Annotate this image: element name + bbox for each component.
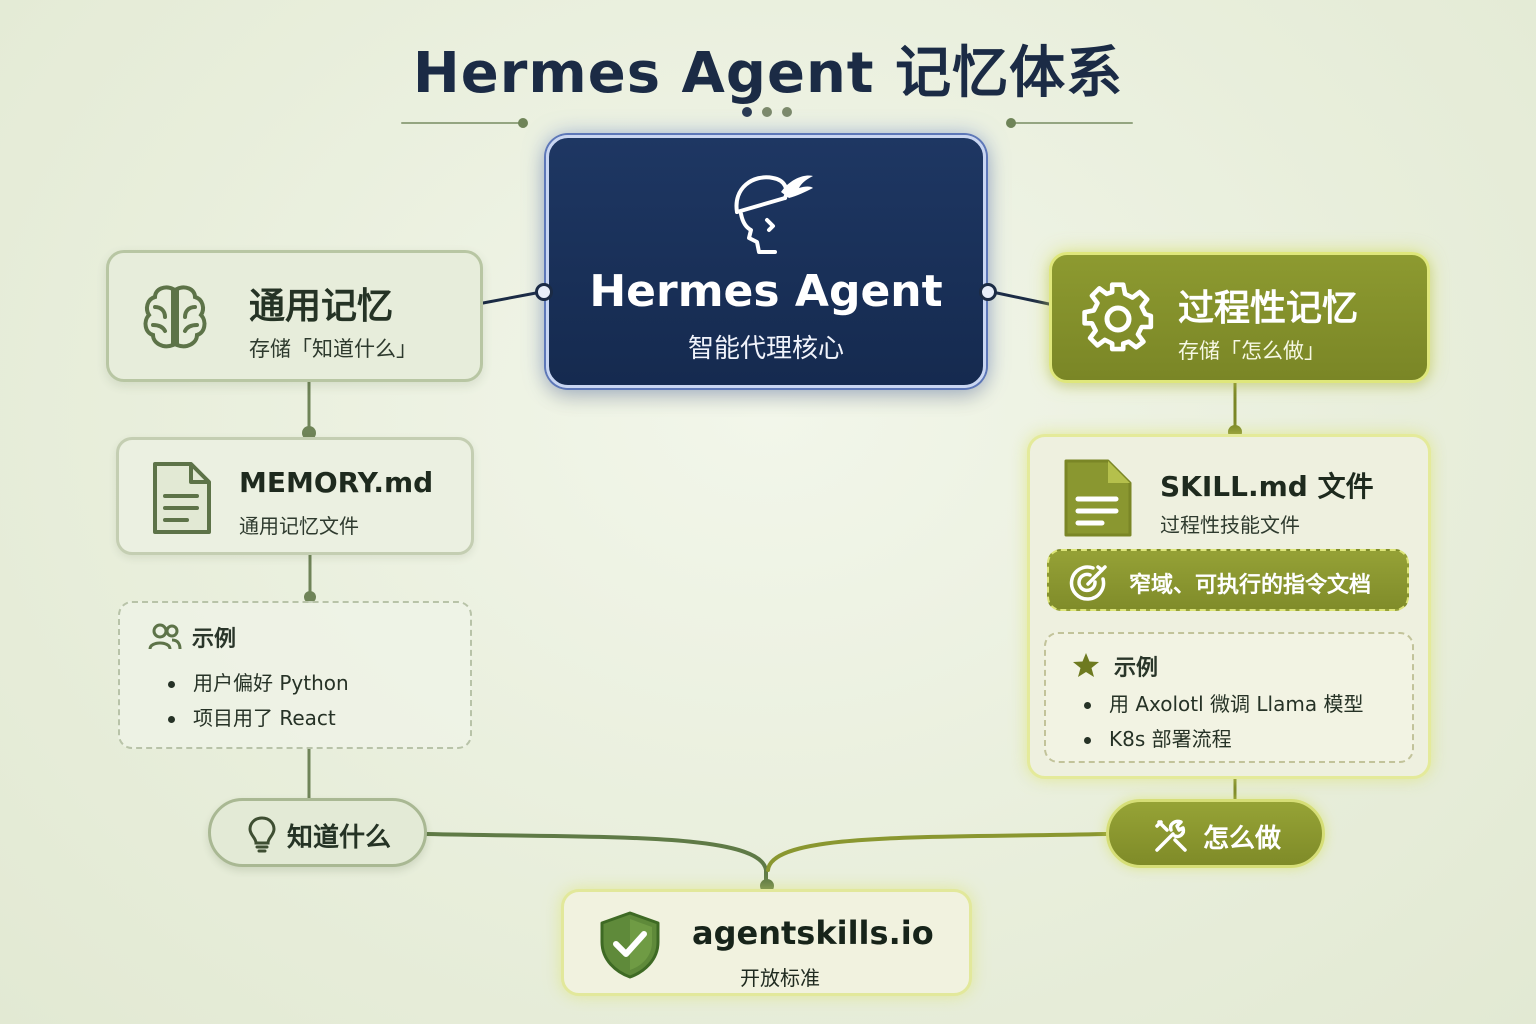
procedural-example-box: 示例 用 Axolotl 微调 Llama 模型 K8s 部署流程 <box>1044 632 1414 763</box>
procedural-example-item-text: 用 Axolotl 微调 Llama 模型 <box>1109 692 1364 716</box>
core-left-port <box>535 283 553 301</box>
users-icon <box>148 623 182 650</box>
know-what-label: 知道什么 <box>287 823 392 853</box>
instruction-doc-label: 窄域、可执行的指令文档 <box>1129 573 1372 598</box>
general-memory-title: 通用记忆 <box>249 286 394 327</box>
procedural-memory-subtitle: 存储「怎么做」 <box>1178 339 1325 363</box>
star-icon <box>1073 653 1099 677</box>
general-example-box: 示例 用户偏好 Python 项目用了 React <box>118 601 472 749</box>
general-example-heading: 示例 <box>192 627 237 652</box>
target-icon <box>1069 565 1107 601</box>
hermes-helmet-icon <box>734 175 813 254</box>
brain-icon <box>143 285 207 349</box>
lightbulb-icon <box>248 816 276 853</box>
general-example-item-text: 项目用了 React <box>193 706 336 730</box>
bullet <box>168 681 175 688</box>
core-right-port <box>979 283 997 301</box>
memory-file-desc: 通用记忆文件 <box>239 514 359 538</box>
standard-desc: 开放标准 <box>740 966 820 990</box>
diagram-title: Hermes Agent 记忆体系 <box>412 41 1124 106</box>
document-icon <box>1064 459 1132 537</box>
general-memory-subtitle: 存储「知道什么」 <box>249 337 417 361</box>
procedural-example-item: 用 Axolotl 微调 Llama 模型 <box>1084 688 1363 717</box>
gear-icon <box>1082 282 1154 352</box>
document-icon <box>153 462 211 534</box>
core-card: Hermes Agent 智能代理核心 <box>535 135 997 388</box>
core-name: Hermes Agent <box>589 266 943 317</box>
bullet <box>168 716 175 723</box>
procedural-example-item-text: K8s 部署流程 <box>1109 727 1232 751</box>
general-example-item-text: 用户偏好 Python <box>193 671 349 695</box>
bullet <box>1084 702 1091 709</box>
how-to-pill: 怎么做 <box>1106 799 1325 868</box>
memory-file-name: MEMORY.md <box>239 466 434 499</box>
procedural-memory-title: 过程性记忆 <box>1178 288 1359 329</box>
general-memory-card: 通用记忆 存储「知道什么」 <box>106 250 483 382</box>
instruction-doc-bar: 窄域、可执行的指令文档 <box>1047 549 1409 611</box>
standard-name: agentskills.io <box>692 914 934 952</box>
know-what-pill: 知道什么 <box>208 798 427 867</box>
shield-check-icon <box>600 911 660 979</box>
procedural-example-item: K8s 部署流程 <box>1084 723 1232 752</box>
tools-icon <box>1155 819 1187 852</box>
procedural-example-heading: 示例 <box>1114 656 1159 681</box>
general-example-item: 项目用了 React <box>168 702 336 731</box>
bullet <box>1084 737 1091 744</box>
skill-file-name: SKILL.md 文件 <box>1160 470 1374 503</box>
skill-file-desc: 过程性技能文件 <box>1160 513 1300 537</box>
how-to-label: 怎么做 <box>1203 824 1282 854</box>
memory-file-card: MEMORY.md 通用记忆文件 <box>116 437 474 555</box>
open-standard-card: agentskills.io 开放标准 <box>561 889 972 996</box>
core-subtitle: 智能代理核心 <box>687 334 844 364</box>
procedural-memory-card: 过程性记忆 存储「怎么做」 <box>1049 252 1430 383</box>
general-example-item: 用户偏好 Python <box>168 667 349 696</box>
